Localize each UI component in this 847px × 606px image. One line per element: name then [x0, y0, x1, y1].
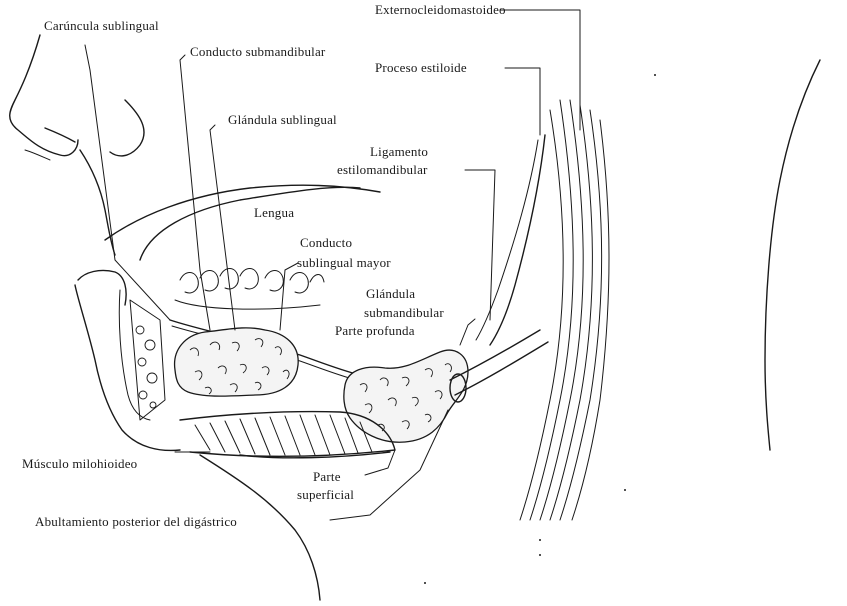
- lower-lip: [78, 270, 126, 305]
- tongue-top: [105, 185, 380, 240]
- label-glandula-sublingual: Glándula sublingual: [228, 113, 337, 127]
- neck-back-outline: [765, 60, 820, 450]
- label-proceso-estiloide: Proceso estiloide: [375, 61, 467, 75]
- nose-fold: [25, 150, 50, 160]
- digastric-posterior-2: [455, 342, 548, 395]
- label-abultamiento-digastrico: Abultamiento posterior del digástrico: [35, 515, 237, 529]
- label-superficial: superficial: [297, 488, 354, 502]
- label-sublingual-mayor: sublingual mayor: [297, 256, 391, 270]
- label-submandibular: submandibular: [364, 306, 444, 320]
- label-esternocleidomastoideo: Externocleidomastoideo: [375, 3, 506, 17]
- mandible-bone: [130, 300, 165, 420]
- upper-lip: [80, 150, 115, 255]
- label-estilomandibular: estilomandibular: [337, 163, 428, 177]
- label-ligamento: Ligamento: [370, 145, 428, 159]
- label-conducto: Conducto: [300, 236, 352, 250]
- sublingual-gland: [175, 328, 299, 396]
- chin-outline: [75, 285, 180, 450]
- bone-texture: [136, 326, 157, 408]
- cheek-fold: [110, 100, 144, 156]
- label-caruncula-sublingual: Carúncula sublingual: [44, 19, 159, 33]
- label-lengua: Lengua: [254, 206, 294, 220]
- label-parte: Parte: [313, 470, 341, 484]
- nostril-line: [45, 128, 75, 142]
- label-glandula: Glándula: [366, 287, 415, 301]
- teeth: [175, 269, 324, 310]
- label-parte-profunda: Parte profunda: [335, 324, 415, 338]
- label-musculo-milohioideo: Músculo milohioideo: [22, 457, 137, 471]
- mylohyoid-fibers: [195, 415, 372, 455]
- styloid-process: [490, 135, 545, 345]
- scan-dots: [424, 74, 656, 584]
- label-conducto-submandibular: Conducto submandibular: [190, 45, 325, 59]
